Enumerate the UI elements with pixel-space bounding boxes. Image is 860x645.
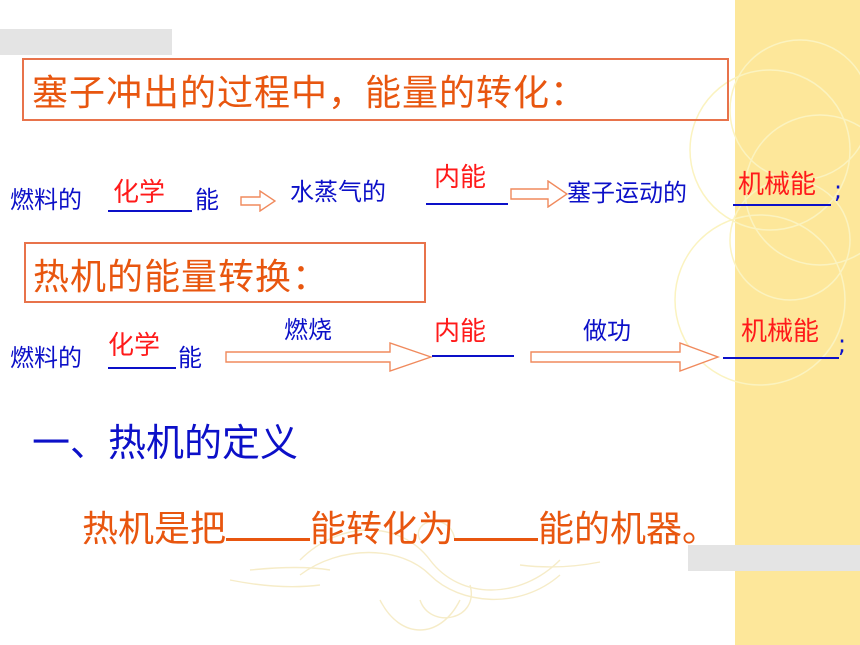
row1-arrow-1 <box>240 190 276 212</box>
row2-mid-blank <box>432 331 514 357</box>
row2-arrow1-label: 燃烧 <box>284 316 332 344</box>
row2-fuel-answer: 化学 <box>108 331 161 361</box>
definition-blank-2 <box>454 508 539 541</box>
row1-fuel-suffix: 能 <box>195 186 219 214</box>
definition-part2: 能转化为 <box>310 509 455 550</box>
row2-end: ; <box>838 330 847 358</box>
row1-plug-answer: 机械能 <box>738 170 817 200</box>
row1-end: ; <box>834 176 843 204</box>
row1-arrow-2 <box>510 180 568 208</box>
row1-plug-blank <box>733 180 831 206</box>
definition-line: 热机是把 能转化为 能的机器。 <box>82 500 718 552</box>
row1-fuel-answer: 化学 <box>113 178 166 208</box>
heading1-box <box>22 58 729 121</box>
definition-blank-1 <box>226 508 311 541</box>
definition-part1: 热机是把 <box>82 509 227 550</box>
bottom-right-bar <box>688 545 860 571</box>
row1-steam-answer: 内能 <box>434 163 487 193</box>
row2-mid-answer: 内能 <box>434 317 487 347</box>
definition-part3: 能的机器。 <box>538 509 719 550</box>
row1-fuel-blank <box>108 186 192 212</box>
row2-arrow-1 <box>225 342 433 372</box>
row1-fuel-prefix: 燃料的 <box>10 186 82 214</box>
section-title: 一、热机的定义 <box>32 421 299 465</box>
row2-end-answer: 机械能 <box>741 317 820 347</box>
row2-end-blank <box>723 333 839 359</box>
row2-fuel-blank <box>108 343 176 369</box>
row2-arrow-2 <box>530 342 720 372</box>
heading2-box <box>24 242 426 303</box>
row2-fuel-prefix: 燃料的 <box>10 344 82 372</box>
row1-steam-prefix: 水蒸气的 <box>290 178 386 206</box>
row1-plug-prefix: 塞子运动的 <box>567 179 687 207</box>
heading1-text: 塞子冲出的过程中，能量的转化： <box>32 73 588 114</box>
row2-arrow2-label: 做功 <box>583 317 631 345</box>
row1-steam-blank <box>426 179 508 205</box>
top-left-bar <box>0 29 172 55</box>
heading2-text: 热机的能量转换： <box>33 257 330 298</box>
row2-fuel-suffix: 能 <box>178 344 202 372</box>
